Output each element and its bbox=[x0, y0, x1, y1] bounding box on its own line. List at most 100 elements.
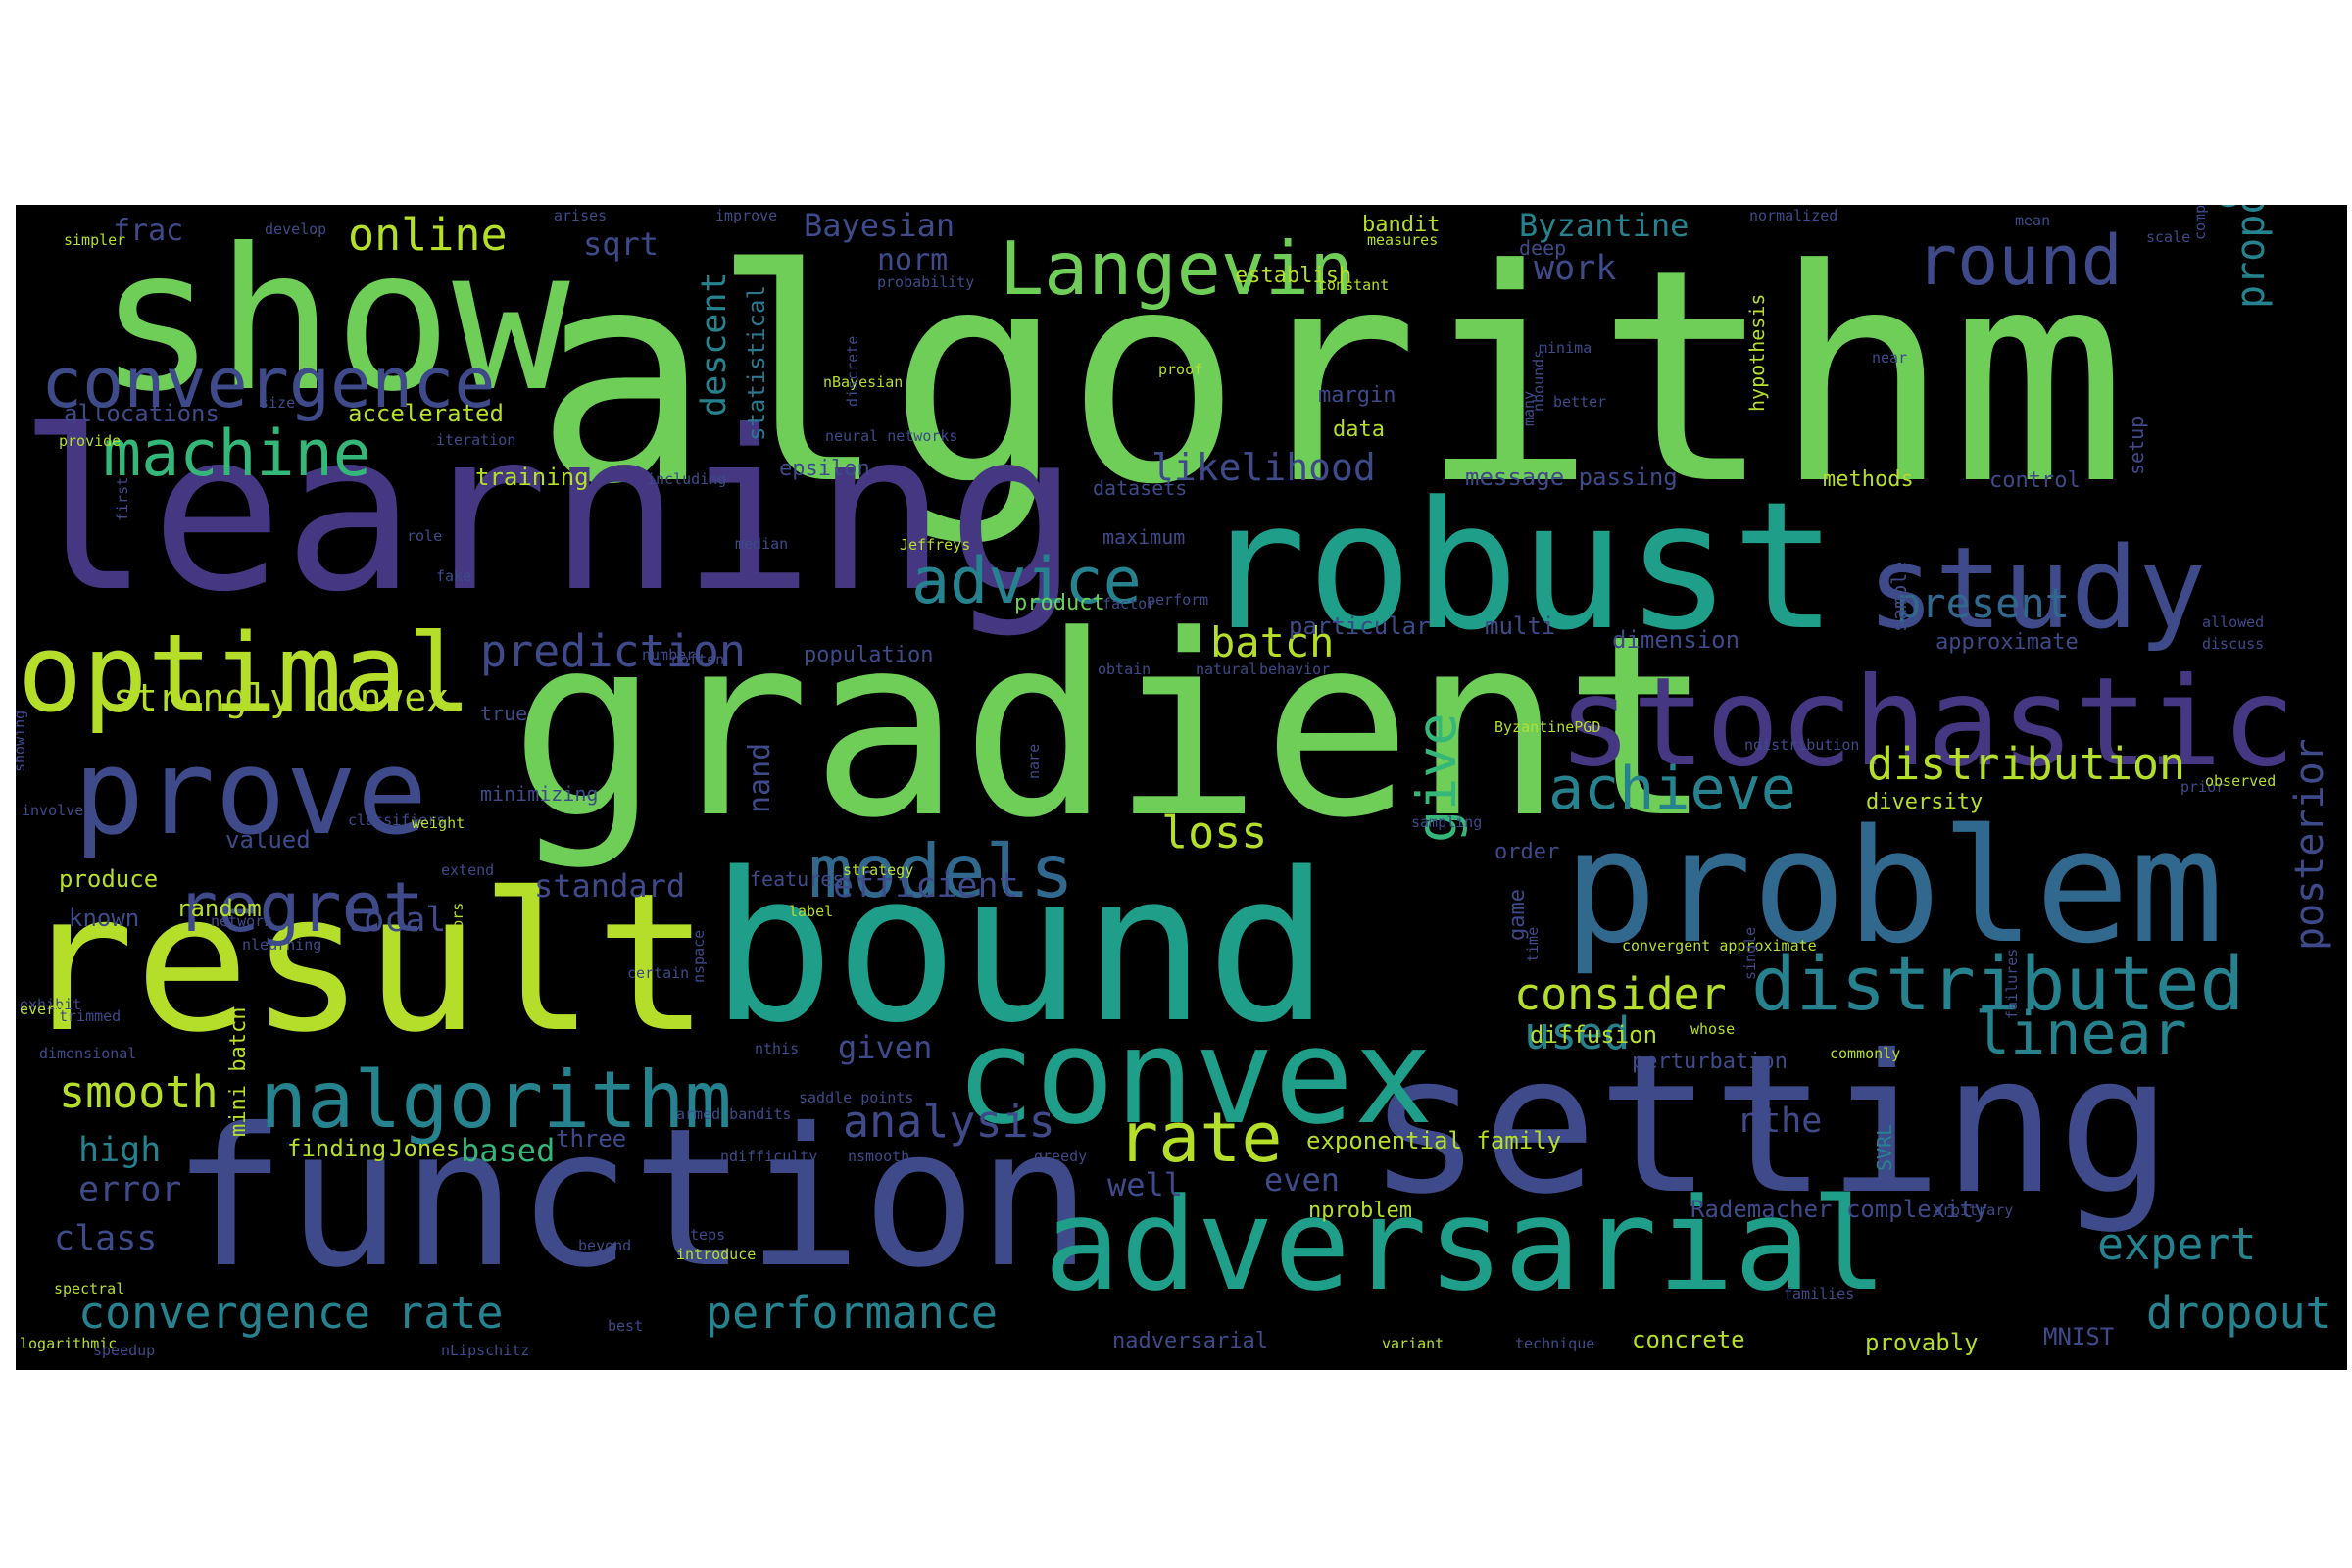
word-frac: frac bbox=[113, 214, 183, 248]
word-showing: showing bbox=[16, 710, 28, 772]
word-dimensional: dimensional bbox=[39, 1045, 136, 1062]
word-nbounds: nbounds bbox=[1530, 350, 1547, 412]
word-trimmed: trimmed bbox=[59, 1007, 121, 1025]
word-achieve: achieve bbox=[1548, 755, 1796, 823]
word-technique: technique bbox=[1515, 1335, 1594, 1352]
word-introduce: introduce bbox=[676, 1246, 756, 1263]
word-problem: problem bbox=[1563, 795, 2224, 978]
word-even: even bbox=[1264, 1161, 1340, 1199]
word-arbitrary: arbitrary bbox=[1934, 1201, 2013, 1219]
word-perturbation: perturbation bbox=[1632, 1050, 1788, 1074]
word-function: function bbox=[172, 1087, 1092, 1309]
word-true: true bbox=[480, 702, 527, 725]
word-normalized: normalized bbox=[1749, 207, 1838, 224]
word-nestimators: nestimators bbox=[449, 903, 466, 1000]
word-iteration: iteration bbox=[436, 431, 515, 449]
word-efficient: efficient bbox=[833, 866, 1019, 906]
word-nbayesian: nBayesian bbox=[823, 373, 903, 391]
word-result: result bbox=[20, 852, 710, 1074]
word-every: every bbox=[20, 1001, 64, 1018]
word-whose: whose bbox=[1690, 1020, 1735, 1038]
word-valued: valued bbox=[225, 826, 311, 854]
word-rate: rate bbox=[1117, 1098, 1283, 1178]
word-jeffreys: Jeffreys bbox=[900, 536, 970, 554]
word-convergent-approximate: convergent approximate bbox=[1622, 937, 1817, 955]
word-learning: learning bbox=[18, 384, 1080, 641]
word-local: local bbox=[343, 901, 446, 940]
word-three: three bbox=[556, 1125, 626, 1152]
word-bayesian: Bayesian bbox=[804, 207, 955, 244]
word-minima: minima bbox=[1539, 339, 1592, 357]
word-batch: batch bbox=[1210, 618, 1334, 666]
word-game: game bbox=[1505, 889, 1530, 941]
word-standard: standard bbox=[534, 867, 685, 905]
word-nsmooth: nsmooth bbox=[848, 1148, 909, 1165]
word-complexity: complexity bbox=[2204, 205, 2249, 211]
word-convex: convex bbox=[956, 1000, 1434, 1153]
word-nthis: nthis bbox=[755, 1040, 799, 1057]
word-sampling: sampling bbox=[1411, 813, 1482, 831]
word-provide: provide bbox=[59, 432, 121, 450]
word-expert: expert bbox=[2097, 1218, 2257, 1270]
word-class: class bbox=[54, 1219, 157, 1258]
word-posterior: posterior bbox=[2287, 738, 2332, 951]
word-particular: particular bbox=[1289, 612, 1431, 640]
word-statistical: statistical bbox=[743, 285, 770, 441]
word-give: give bbox=[1405, 713, 1468, 843]
word-best: best bbox=[608, 1317, 643, 1335]
word-datasets: datasets bbox=[1093, 476, 1187, 500]
word-distribution: distribution bbox=[1867, 738, 2185, 790]
word-families: families bbox=[1784, 1285, 1854, 1302]
word-error: error bbox=[78, 1170, 181, 1209]
word-dropout: dropout bbox=[2146, 1287, 2332, 1339]
word-strategy: strategy bbox=[843, 861, 913, 879]
word-deep: deep bbox=[1519, 236, 1566, 260]
word-mean: mean bbox=[2015, 212, 2050, 229]
word-advice: advice bbox=[911, 545, 1142, 618]
word-consider: consider bbox=[1514, 968, 1727, 1020]
word-fake: fake bbox=[436, 567, 471, 585]
word-diversity: diversity bbox=[1866, 790, 1983, 814]
word-nspace: nspace bbox=[690, 930, 708, 983]
word-show: show bbox=[98, 207, 570, 435]
word-natural: natural bbox=[1196, 661, 1257, 678]
word-models: models bbox=[808, 828, 1074, 914]
word-present: present bbox=[1896, 579, 2070, 627]
word-propose: propose bbox=[2229, 205, 2274, 309]
word-online: online bbox=[348, 209, 508, 261]
word-many: many bbox=[1520, 391, 1538, 426]
word-provably: provably bbox=[1865, 1329, 1979, 1356]
word-neural-networks: neural networks bbox=[825, 427, 957, 445]
word-beyond: beyond bbox=[578, 1237, 631, 1254]
word-near: near bbox=[1872, 349, 1907, 367]
word-distributed: distributed bbox=[1751, 940, 2244, 1027]
word-byzantine: Byzantine bbox=[1519, 207, 1689, 244]
word-weight: weight bbox=[412, 814, 465, 832]
word-behavior: behavior bbox=[1259, 661, 1330, 678]
word-norm: norm bbox=[877, 243, 948, 277]
word-single: single bbox=[1741, 927, 1759, 980]
word-improve: improve bbox=[715, 207, 777, 224]
word-sqrt: sqrt bbox=[583, 225, 659, 263]
word-machine: machine bbox=[103, 417, 371, 491]
word-svrl: SVRL bbox=[1873, 1124, 1896, 1171]
word-algorithm: algorithm bbox=[534, 207, 2128, 549]
word-rademacher-complexity: Rademacher complexity bbox=[1690, 1196, 1987, 1223]
word-factor: factor bbox=[1102, 595, 1155, 612]
word-epsilon: epsilon bbox=[779, 457, 870, 481]
word-finding: finding bbox=[287, 1135, 386, 1162]
word-round: round bbox=[1916, 220, 2123, 301]
word-discuss: discuss bbox=[2202, 635, 2264, 653]
word-scale: scale bbox=[2146, 228, 2190, 246]
word-margin: margin bbox=[1318, 383, 1396, 408]
word-including: including bbox=[647, 470, 726, 488]
word-exhibit: exhibit bbox=[20, 996, 81, 1013]
word-jones: Jones bbox=[389, 1135, 460, 1162]
word-perform: perform bbox=[1147, 591, 1208, 609]
word-bandit: bandit bbox=[1362, 213, 1440, 237]
word-label: label bbox=[789, 903, 833, 920]
word-stochastic: stochastic bbox=[1558, 652, 2296, 794]
word-discrete: discrete bbox=[844, 336, 861, 407]
word-spectral: spectral bbox=[54, 1280, 124, 1298]
word-extend: extend bbox=[441, 861, 494, 879]
